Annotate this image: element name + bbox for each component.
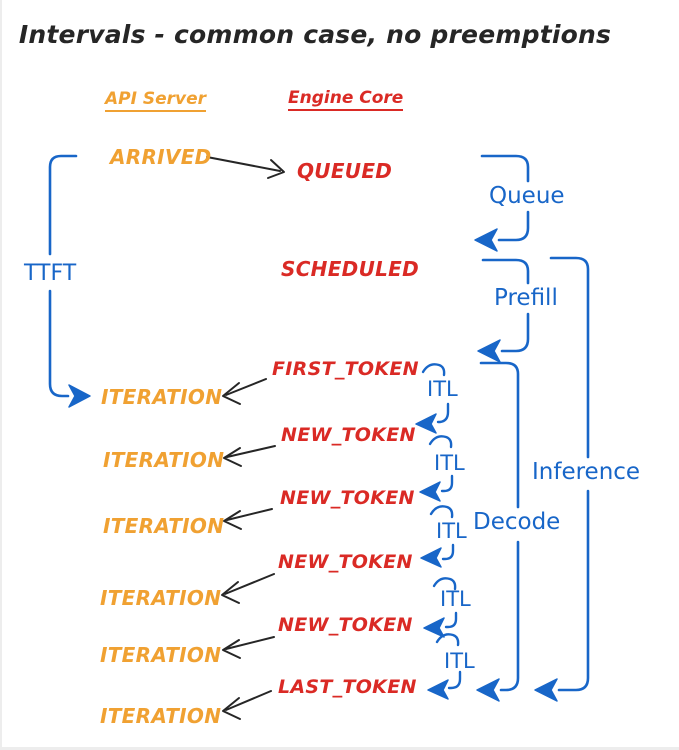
itl-arrowhead-5 bbox=[427, 679, 449, 700]
interval-label-itl-1: ITL bbox=[427, 377, 458, 401]
itl-arrowhead-2 bbox=[419, 481, 441, 502]
arrow-token-to-iteration-line-3 bbox=[226, 508, 273, 521]
queue-arrowhead bbox=[474, 228, 498, 252]
prefill-bracket-bottom bbox=[500, 312, 530, 353]
itl-arrowhead-3 bbox=[420, 547, 442, 568]
inference-bracket-bottom bbox=[557, 489, 590, 692]
event-iteration-4: ITERATION bbox=[100, 586, 222, 610]
decode-arrowhead bbox=[476, 678, 500, 702]
column-header-engine-core: Engine Core bbox=[288, 89, 404, 111]
interval-label-decode: Decode bbox=[473, 509, 561, 535]
interval-label-itl-5: ITL bbox=[444, 649, 475, 673]
queue-bracket-top bbox=[480, 154, 530, 183]
inference-arrowhead bbox=[534, 678, 558, 702]
event-queued: QUEUED bbox=[297, 159, 393, 183]
event-iteration-3: ITERATION bbox=[103, 514, 225, 538]
ttft-arrowhead bbox=[68, 384, 91, 408]
arrow-arrived-to-queued-line bbox=[206, 156, 281, 172]
arrow-token-to-iteration-line-2 bbox=[226, 445, 276, 458]
itl-brace-hook-2 bbox=[440, 474, 454, 493]
decode-bracket-top bbox=[479, 361, 520, 509]
arrow-token-to-iteration-line-4 bbox=[224, 573, 275, 595]
event-arrived: ARRIVED bbox=[110, 145, 212, 169]
prefill-bracket-top bbox=[481, 258, 530, 285]
arrow-token-to-iteration-head-1 bbox=[222, 382, 241, 405]
event-token-new-4: NEW_TOKEN bbox=[278, 614, 413, 636]
event-iteration-1: ITERATION bbox=[101, 385, 223, 409]
diagram-title: Intervals - common case, no preemptions bbox=[18, 20, 612, 49]
event-iteration-2: ITERATION bbox=[103, 448, 225, 472]
itl-brace-top-5 bbox=[435, 633, 460, 647]
arrow-token-to-iteration-line-5 bbox=[225, 636, 275, 650]
arrow-token-to-iteration-head-2 bbox=[223, 447, 242, 467]
event-token-new-1: NEW_TOKEN bbox=[281, 424, 416, 446]
queue-bracket-bottom bbox=[497, 210, 530, 242]
ttft-bracket-bottom bbox=[48, 289, 70, 398]
itl-brace-top-3 bbox=[429, 505, 454, 519]
itl-brace-hook-1 bbox=[436, 402, 450, 424]
event-iteration-5: ITERATION bbox=[100, 643, 222, 667]
arrow-arrived-to-queued-head bbox=[267, 159, 285, 179]
interval-label-prefill: Prefill bbox=[494, 285, 558, 311]
itl-brace-hook-5 bbox=[447, 670, 462, 690]
ttft-bracket-top bbox=[48, 154, 78, 256]
decode-bracket-bottom bbox=[499, 540, 520, 692]
column-header-api-server: API Server bbox=[105, 90, 207, 112]
prefill-arrowhead bbox=[477, 339, 501, 363]
itl-brace-top-2 bbox=[428, 435, 453, 449]
interval-label-ttft: TTFT bbox=[24, 261, 77, 286]
itl-brace-top-4 bbox=[432, 577, 457, 591]
arrow-token-to-iteration-line-6 bbox=[225, 690, 272, 711]
event-scheduled: SCHEDULED bbox=[281, 257, 420, 281]
interval-label-inference: Inference bbox=[532, 459, 641, 485]
arrow-token-to-iteration-line-1 bbox=[225, 378, 267, 396]
interval-label-queue: Queue bbox=[489, 183, 565, 209]
itl-brace-hook-4 bbox=[444, 611, 458, 629]
itl-brace-hook-3 bbox=[441, 543, 455, 561]
event-token-last: LAST_TOKEN bbox=[278, 676, 417, 698]
arrow-token-to-iteration-head-3 bbox=[223, 510, 242, 530]
arrow-token-to-iteration-head-6 bbox=[222, 697, 241, 720]
event-token-new-2: NEW_TOKEN bbox=[280, 487, 415, 509]
interval-label-itl-2: ITL bbox=[434, 451, 465, 475]
itl-arrowhead-1 bbox=[415, 413, 437, 434]
itl-brace-top-1 bbox=[421, 363, 446, 377]
interval-label-itl-4: ITL bbox=[440, 587, 471, 611]
arrow-token-to-iteration-head-5 bbox=[222, 639, 241, 659]
arrow-token-to-iteration-head-4 bbox=[221, 581, 240, 604]
event-iteration-6: ITERATION bbox=[100, 704, 222, 728]
itl-arrowhead-4 bbox=[423, 617, 445, 638]
inference-bracket-top bbox=[549, 256, 590, 459]
interval-label-itl-3: ITL bbox=[436, 519, 467, 543]
event-token-new-3: NEW_TOKEN bbox=[278, 551, 413, 573]
event-token-first: FIRST_TOKEN bbox=[272, 358, 419, 380]
